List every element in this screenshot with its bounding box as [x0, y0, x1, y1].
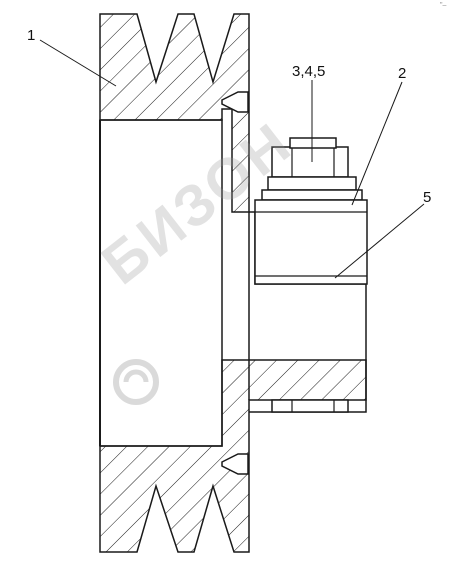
upper-set-screw [221, 91, 249, 113]
corner-mark: "– [440, 2, 447, 9]
hex-nut [271, 137, 349, 178]
label-part-345: 3,4,5 [292, 63, 326, 80]
label-part-1: 1 [27, 27, 36, 44]
label-part-5: 5 [423, 189, 432, 206]
key-block [254, 199, 368, 285]
leader-5 [334, 203, 425, 279]
pulley-bore [99, 119, 223, 447]
leader-2 [351, 81, 403, 206]
lower-set-screw [221, 453, 249, 475]
spring-washer [261, 189, 363, 201]
label-part-2: 2 [398, 65, 407, 82]
pulley-upper-section [99, 13, 250, 213]
bizon-logo [113, 359, 159, 405]
lower-bolt-head [271, 399, 349, 413]
leader-1 [39, 39, 117, 87]
